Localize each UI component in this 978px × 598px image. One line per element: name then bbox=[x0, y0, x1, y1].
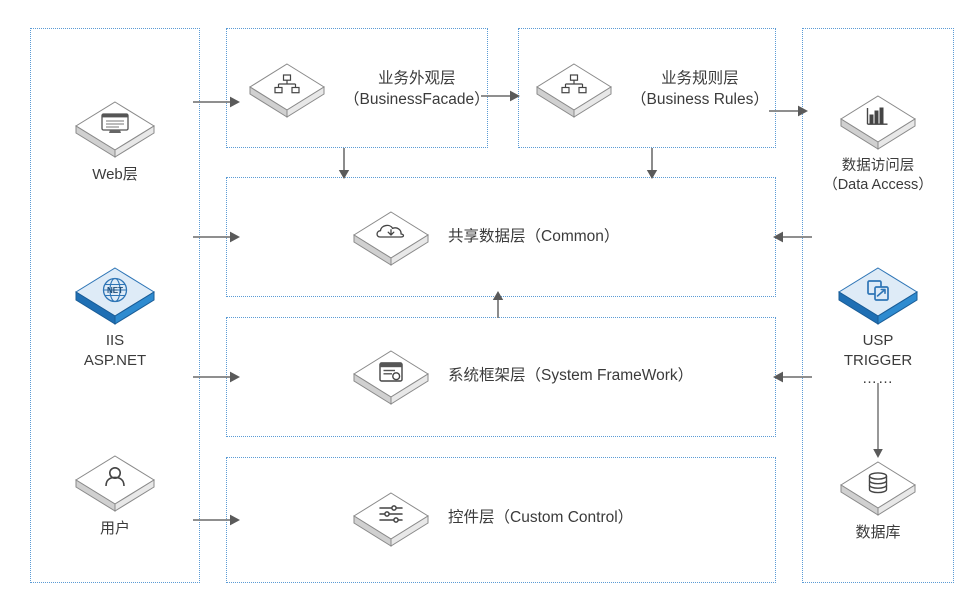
node-usp-ellipsis: …… bbox=[862, 369, 894, 387]
user-icon bbox=[72, 452, 158, 514]
stored-procedure-icon bbox=[835, 264, 921, 326]
node-common-label: 共享数据层（Common） bbox=[448, 228, 620, 246]
arrow-user-to-control bbox=[193, 513, 241, 527]
node-user[interactable]: 用户 bbox=[72, 452, 158, 539]
node-iis-label-1: IIS bbox=[105, 332, 125, 349]
database-cylinder-icon bbox=[835, 456, 921, 518]
monitor-icon bbox=[72, 98, 158, 160]
arrow-iis-to-framework bbox=[193, 370, 241, 384]
node-rules-label-1: 业务规则层 bbox=[661, 69, 739, 87]
node-data-access-label-2: （Data Access） bbox=[823, 177, 933, 194]
arrow-rules-to-data-access bbox=[769, 104, 809, 118]
node-common[interactable]: 共享数据层（Common） bbox=[348, 206, 619, 268]
arrow-iis-to-common bbox=[193, 230, 241, 244]
dotnet-globe-icon: NET bbox=[72, 264, 158, 326]
arrow-usp-to-framework bbox=[773, 370, 813, 384]
node-user-label: 用户 bbox=[99, 520, 130, 537]
node-facade-label-1: 业务外观层 bbox=[378, 69, 456, 87]
cloud-icon bbox=[348, 206, 434, 268]
arrow-data-access-to-common bbox=[773, 230, 813, 244]
node-rules-label-2: （Business Rules） bbox=[631, 91, 769, 108]
node-custom-control[interactable]: 控件层（Custom Control） bbox=[348, 487, 633, 549]
node-framework-label: 系统框架层（System FrameWork） bbox=[448, 367, 694, 385]
node-usp-label-1: USP bbox=[862, 332, 894, 349]
svg-text:NET: NET bbox=[107, 286, 123, 295]
arrow-web-to-facade bbox=[193, 95, 241, 109]
node-iis[interactable]: NET IIS ASP.NET bbox=[72, 264, 158, 371]
node-data-access[interactable]: 数据访问层 （Data Access） bbox=[823, 90, 933, 195]
node-system-framework[interactable]: 系统框架层（System FrameWork） bbox=[348, 345, 693, 407]
arrow-usp-to-database bbox=[871, 383, 885, 459]
sliders-icon bbox=[348, 487, 434, 549]
arrow-facade-to-common bbox=[337, 148, 351, 180]
bar-chart-icon bbox=[835, 90, 921, 152]
window-form-icon bbox=[348, 345, 434, 407]
arrow-facade-to-rules bbox=[481, 89, 521, 103]
org-chart-icon bbox=[531, 58, 617, 120]
top-facade-panel bbox=[226, 28, 488, 148]
node-usp-label-2: TRIGGER bbox=[843, 351, 913, 369]
node-iis-label-2: ASP.NET bbox=[83, 351, 147, 369]
node-facade-label-2: （BusinessFacade） bbox=[344, 91, 490, 108]
node-data-access-label-1: 数据访问层 bbox=[841, 158, 915, 174]
node-business-rules[interactable]: 业务规则层 （Business Rules） bbox=[531, 58, 769, 120]
node-business-facade[interactable]: 业务外观层 （BusinessFacade） bbox=[244, 58, 490, 120]
node-web-label: Web层 bbox=[92, 166, 138, 183]
left-panel bbox=[30, 28, 200, 583]
arrow-framework-to-common bbox=[491, 291, 505, 319]
node-database[interactable]: 数据库 bbox=[835, 456, 921, 543]
node-control-label: 控件层（Custom Control） bbox=[448, 509, 634, 527]
node-database-label: 数据库 bbox=[855, 524, 901, 541]
arrow-rules-to-common bbox=[645, 148, 659, 180]
node-web[interactable]: Web层 bbox=[72, 98, 158, 185]
top-rules-panel bbox=[518, 28, 776, 148]
org-chart-icon bbox=[244, 58, 330, 120]
right-panel bbox=[802, 28, 954, 583]
node-usp-trigger[interactable]: USP TRIGGER …… bbox=[835, 264, 921, 387]
